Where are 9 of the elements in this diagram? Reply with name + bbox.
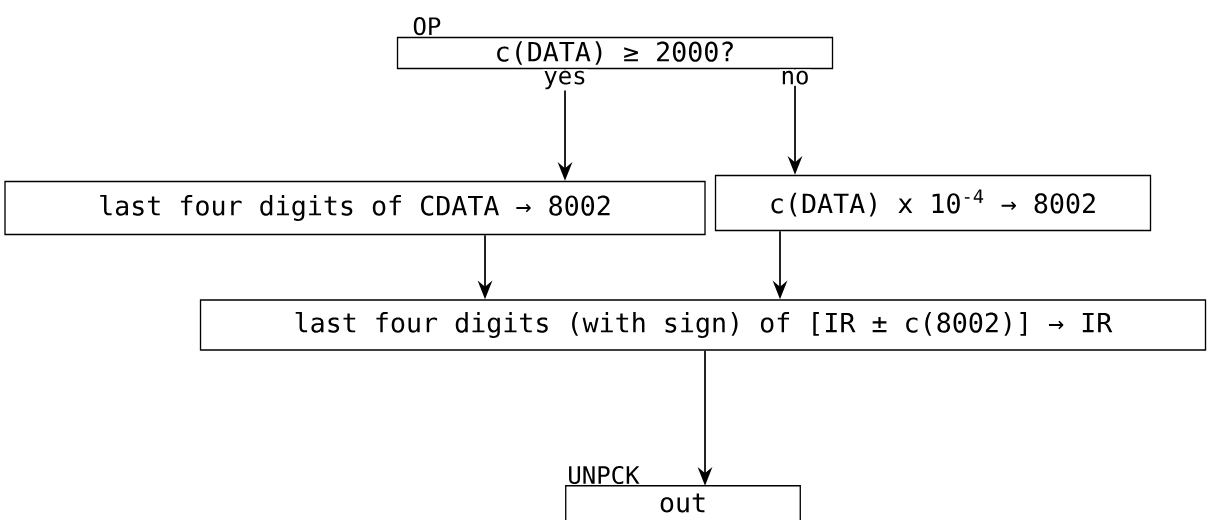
box-heading: OP	[413, 17, 441, 36]
process-box: c(DATA) x 10$^{-4}$ → 8002	[714, 174, 1152, 232]
edge-label: yes	[544, 70, 585, 90]
edge-label: no	[782, 70, 808, 85]
box-heading: UNPCK	[569, 465, 640, 485]
output-box: out	[565, 485, 801, 520]
decision-box: c(DATA) ≥ 2000?	[396, 36, 834, 70]
process-box: last four digits of CDATA → 8002	[4, 180, 706, 236]
process-box: last four digits (with sign) of [IR ± c(8002)] → IR	[199, 299, 1207, 351]
